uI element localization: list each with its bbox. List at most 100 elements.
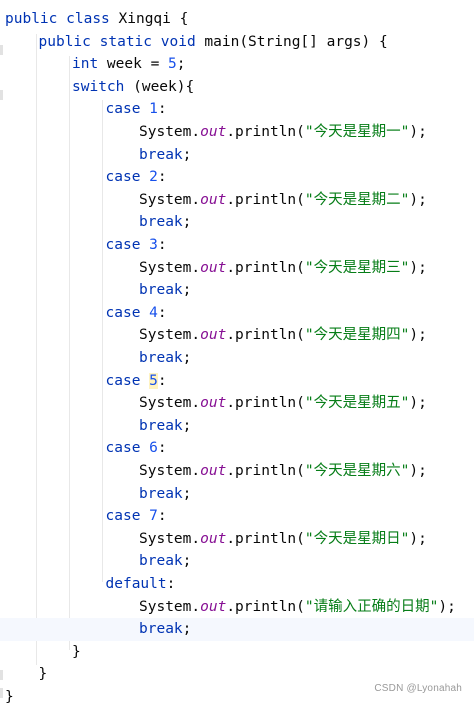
code-token: 5: [168, 56, 177, 73]
code-token: break: [139, 553, 183, 570]
code-token: [140, 508, 149, 524]
code-line[interactable]: }: [0, 686, 474, 709]
fold-marker-icon[interactable]: [0, 670, 3, 680]
code-token: break: [139, 146, 183, 163]
code-line[interactable]: break;: [0, 279, 474, 302]
code-line[interactable]: case 5:: [0, 370, 474, 393]
code-line[interactable]: int week = 5;: [0, 53, 474, 76]
code-text: case 2:: [106, 166, 167, 189]
code-line[interactable]: }: [0, 663, 474, 686]
code-text: System.out.println("今天是星期五");: [139, 392, 427, 415]
code-line[interactable]: System.out.println("今天是星期四");: [0, 324, 474, 347]
code-token: .println(: [226, 191, 305, 208]
code-token: "今天是星期五": [304, 395, 410, 412]
code-line[interactable]: System.out.println("今天是星期一");: [0, 121, 474, 144]
code-token: .println(: [226, 530, 305, 547]
code-text: default:: [106, 573, 176, 596]
code-line[interactable]: break;: [0, 550, 474, 573]
code-line[interactable]: System.out.println("今天是星期日");: [0, 528, 474, 551]
code-token: break: [139, 485, 183, 502]
code-line[interactable]: System.out.println("今天是星期三");: [0, 257, 474, 280]
code-line[interactable]: case 2:: [0, 166, 474, 189]
code-token: .println(: [226, 598, 305, 615]
code-token: }: [72, 643, 81, 660]
code-token: :: [166, 576, 176, 592]
code-text: System.out.println("今天是星期六");: [139, 460, 427, 483]
code-line[interactable]: case 6:: [0, 437, 474, 460]
code-line[interactable]: default:: [0, 573, 474, 596]
code-line[interactable]: break;: [0, 211, 474, 234]
code-line[interactable]: }: [0, 641, 474, 664]
code-text: case 4:: [106, 302, 167, 325]
indent-guide: [102, 100, 103, 582]
code-token: }: [5, 689, 14, 705]
code-line[interactable]: case 1:: [0, 98, 474, 121]
code-line[interactable]: break;: [0, 618, 474, 641]
code-token: .println(: [226, 327, 305, 344]
code-token: System.: [139, 124, 201, 140]
fold-marker-icon[interactable]: [0, 90, 3, 100]
code-text: System.out.println("今天是星期四");: [139, 324, 427, 347]
code-token: "今天是星期一": [304, 124, 410, 140]
code-token: "今天是星期二": [304, 191, 410, 208]
code-line[interactable]: System.out.println("请输入正确的日期");: [0, 596, 474, 619]
code-token: case: [105, 440, 141, 457]
code-token: out: [200, 463, 227, 479]
fold-marker-icon[interactable]: [0, 688, 3, 698]
code-token: System.: [139, 598, 201, 615]
code-token: );: [409, 530, 427, 547]
code-token: :: [157, 169, 167, 186]
code-line[interactable]: public static void main(String[] args) {: [0, 31, 474, 54]
code-text: break;: [139, 347, 191, 370]
code-token: System.: [139, 395, 201, 412]
code-text: case 1:: [106, 98, 167, 121]
code-text: System.out.println("今天是星期日");: [139, 528, 427, 551]
code-line[interactable]: public class Xingqi {: [0, 8, 474, 31]
code-line[interactable]: case 3:: [0, 234, 474, 257]
indent-guide: [69, 56, 70, 650]
code-token: "今天是星期日": [304, 530, 410, 547]
csdn-watermark: CSDN @Lyonahah: [374, 683, 462, 694]
code-token: ;: [182, 146, 192, 163]
code-token: "请输入正确的日期": [304, 598, 439, 615]
code-token: int: [72, 56, 99, 73]
code-token: default: [105, 576, 167, 592]
code-token: );: [409, 124, 427, 140]
code-token: case: [105, 304, 141, 321]
code-line[interactable]: System.out.println("今天是星期二");: [0, 189, 474, 212]
code-line[interactable]: break;: [0, 483, 474, 506]
code-token: ;: [182, 417, 192, 434]
code-token: ;: [182, 282, 192, 299]
code-token: case: [105, 101, 141, 118]
code-line[interactable]: break;: [0, 415, 474, 438]
code-text: System.out.println("今天是星期三");: [139, 257, 427, 280]
code-token: );: [409, 395, 427, 412]
code-token: "今天是星期三": [304, 259, 410, 276]
code-token: [140, 101, 149, 117]
code-line[interactable]: break;: [0, 144, 474, 167]
code-line[interactable]: case 7:: [0, 505, 474, 528]
code-token: out: [200, 327, 227, 344]
code-token: :: [157, 237, 167, 253]
code-token: System.: [139, 530, 201, 547]
code-token: ;: [182, 621, 192, 638]
code-line[interactable]: System.out.println("今天是星期五");: [0, 392, 474, 415]
fold-marker-icon[interactable]: [0, 45, 3, 55]
code-line[interactable]: case 4:: [0, 302, 474, 325]
indent-guide: [36, 34, 37, 665]
code-token: break: [139, 417, 183, 434]
code-text: System.out.println("今天是星期二");: [139, 189, 427, 212]
code-text: break;: [139, 144, 191, 167]
code-token: .println(: [226, 124, 305, 140]
code-token: System.: [139, 463, 201, 479]
code-line[interactable]: System.out.println("今天是星期六");: [0, 460, 474, 483]
code-token: );: [409, 327, 427, 344]
code-token: System.: [139, 259, 201, 276]
code-token: ;: [176, 56, 186, 73]
code-token: case: [105, 508, 141, 525]
code-token: 3: [149, 237, 158, 253]
code-line[interactable]: break;: [0, 347, 474, 370]
code-token: ;: [182, 553, 192, 570]
code-line[interactable]: switch (week){: [0, 76, 474, 99]
